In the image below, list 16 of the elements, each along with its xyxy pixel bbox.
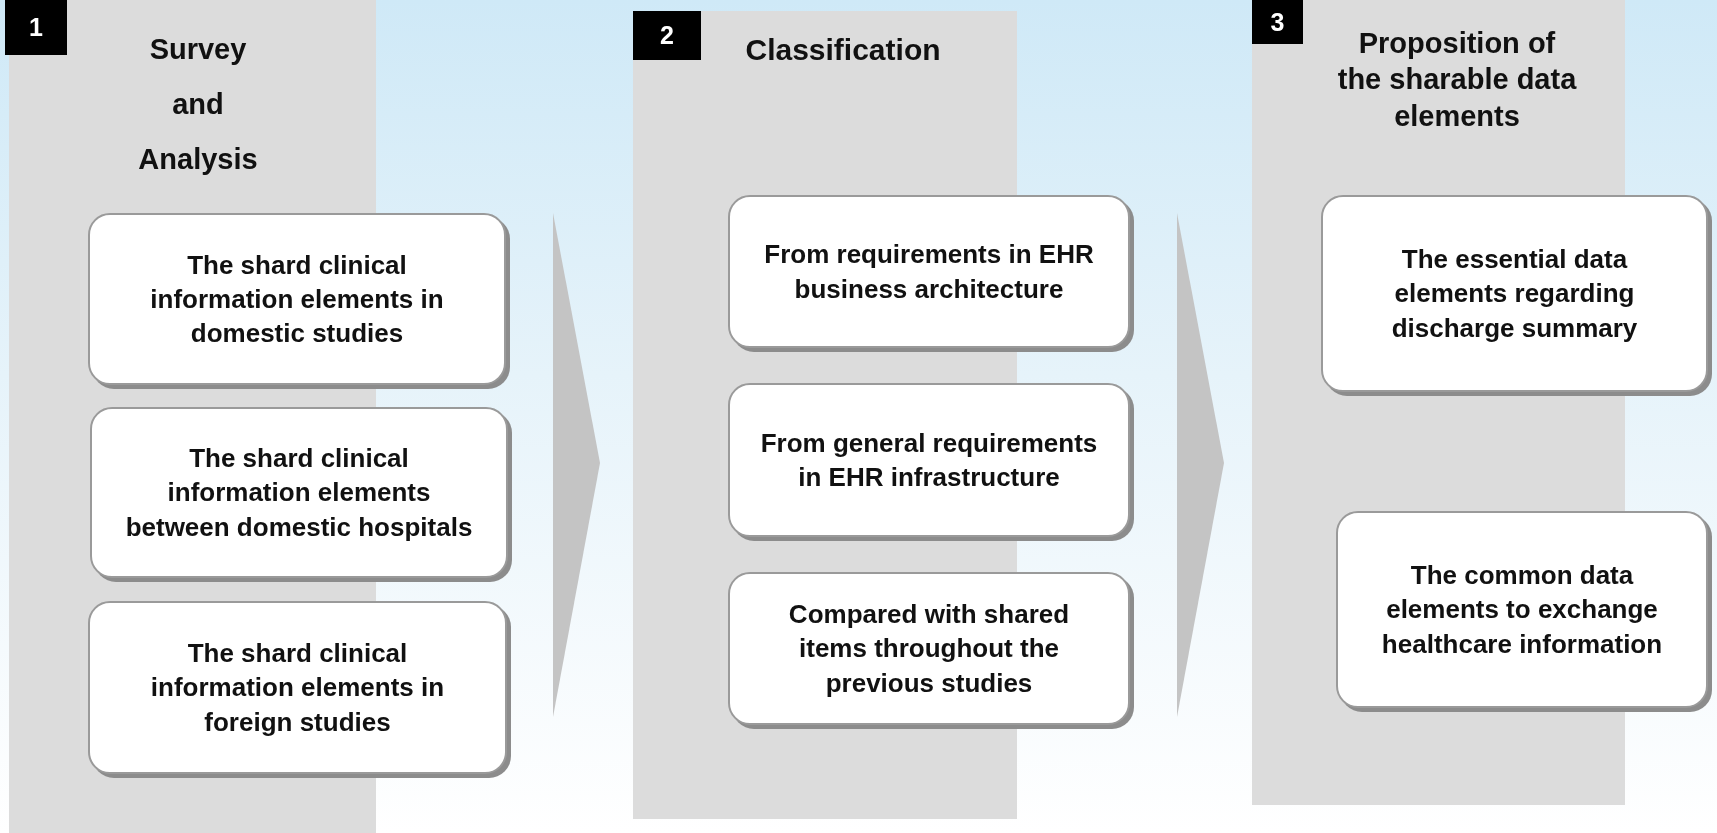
panel-heading: Proposition of the sharable data elements <box>1336 26 1578 134</box>
box-text: From requirements in EHR business architecture <box>763 238 1095 306</box>
chevron-arrow <box>553 213 600 717</box>
step-number: 1 <box>5 0 67 55</box>
step-number: 2 <box>633 11 701 60</box>
panel-heading: Survey and Analysis <box>137 32 259 177</box>
step-number: 3 <box>1252 0 1303 44</box>
box-text: The shard clinical information elements between domestic hospitals <box>124 442 474 544</box>
box-text: The shard clinical information elements in domestic studies <box>149 248 445 351</box>
box-text: Compared with shared items throughout the previous studies <box>787 598 1071 700</box>
chevron-arrow <box>1177 213 1224 717</box>
panel-heading: Classification <box>744 32 942 68</box>
box-text: The shard clinical information elements in foreign studies <box>149 637 446 739</box>
box-text: The essential data elements regarding discharge summary <box>1390 243 1639 345</box>
box-text: The common data elements to exchange healthcare information <box>1380 559 1664 661</box>
box-text: From general requirements in EHR infrastructure <box>759 426 1099 494</box>
